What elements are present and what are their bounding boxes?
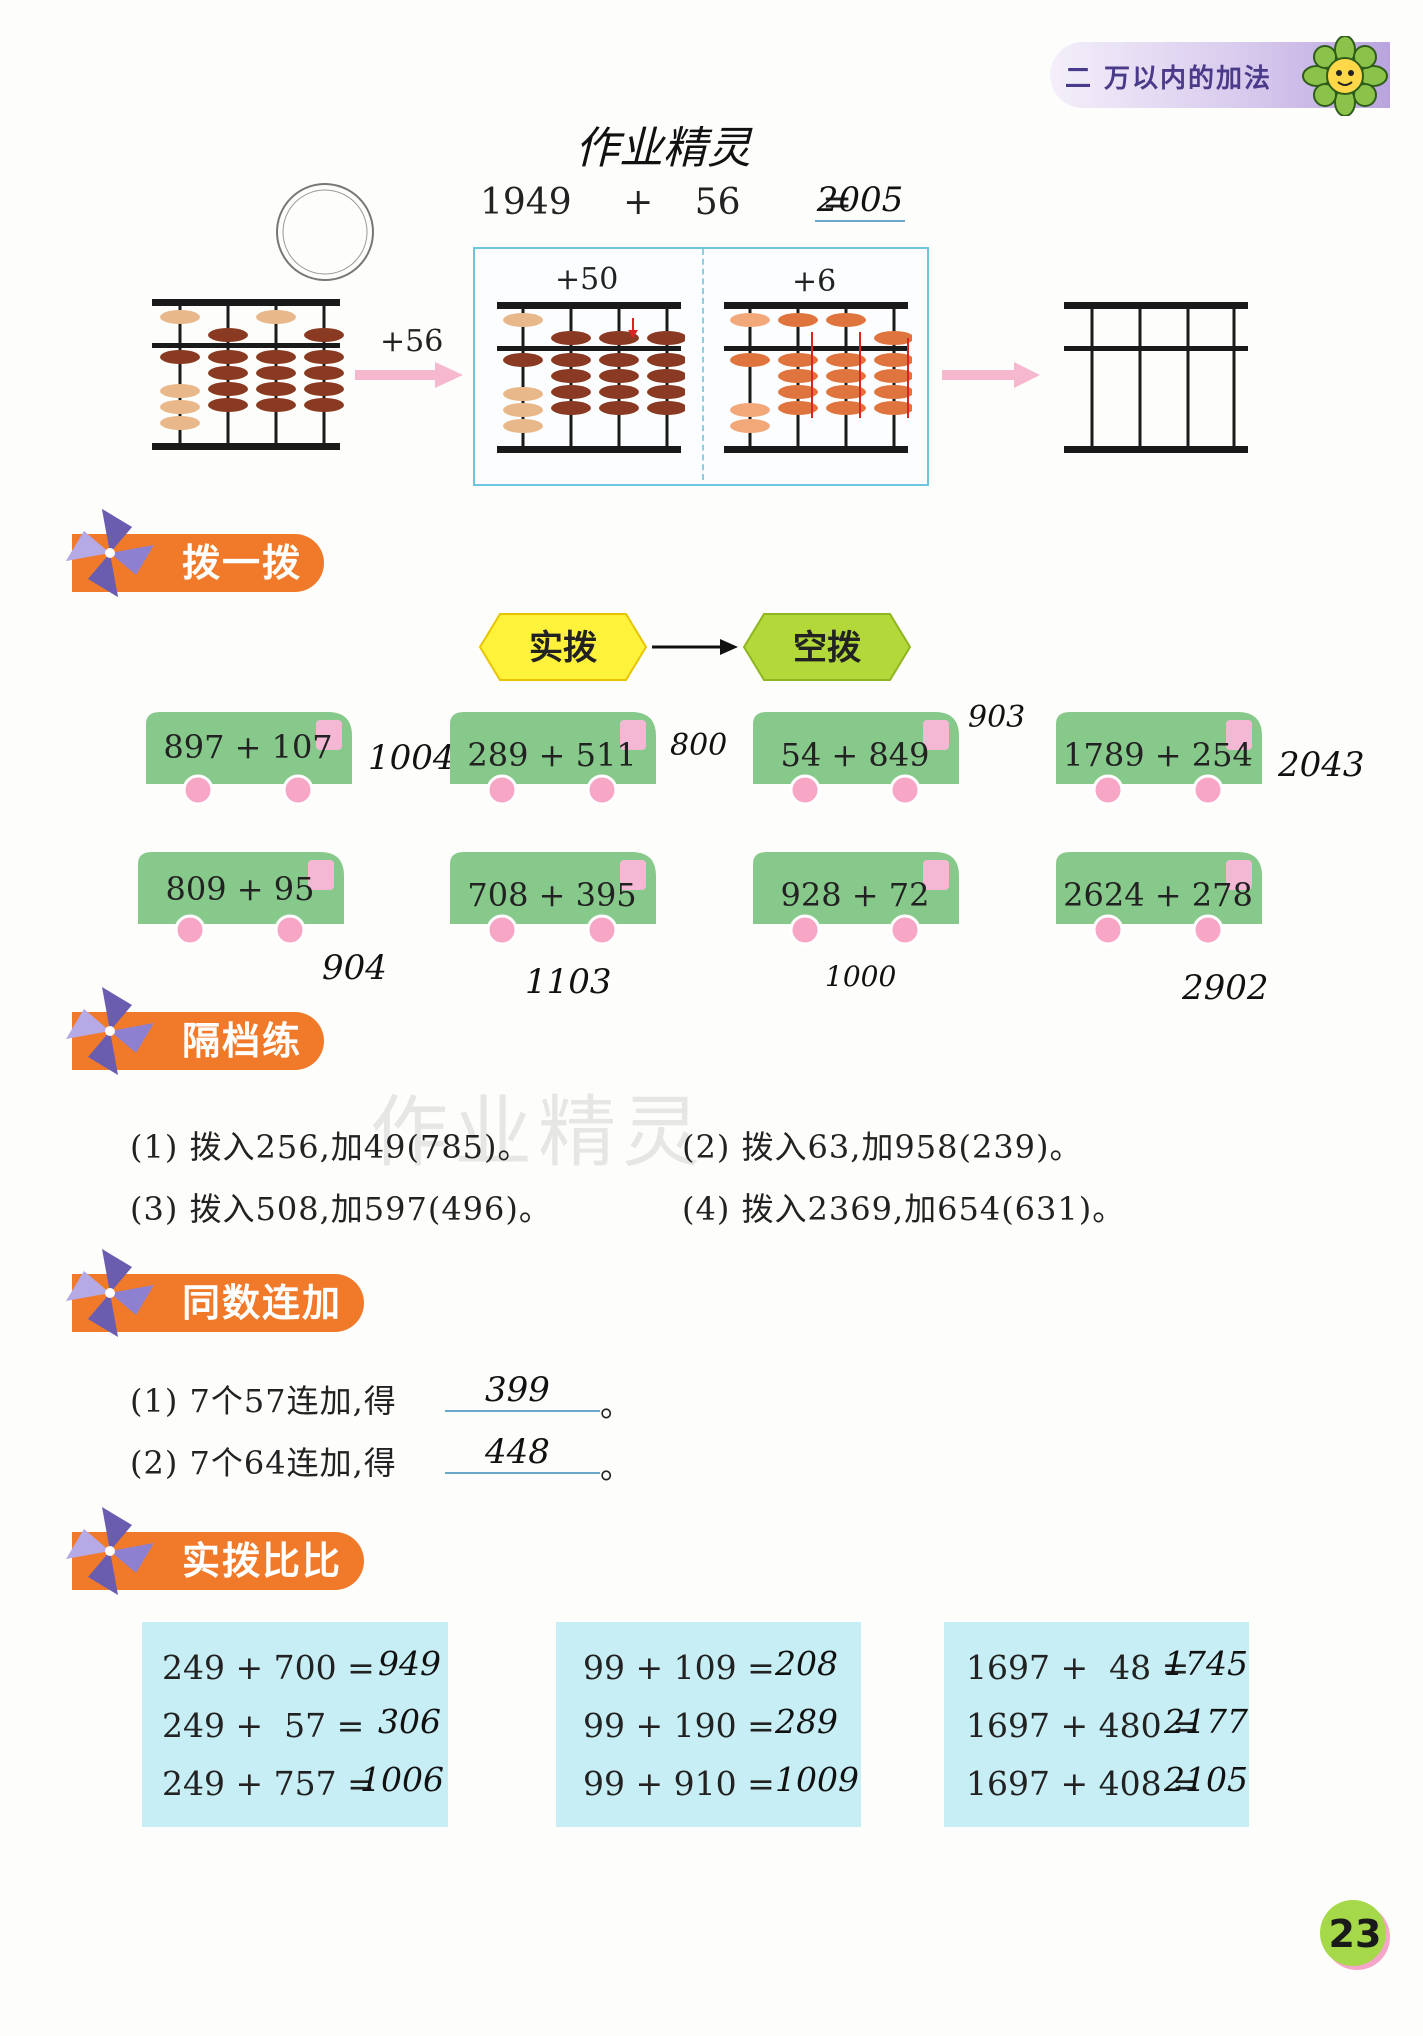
bus-answer: 2043 (1278, 745, 1365, 785)
calc-expr: 99 + 190 = (583, 1706, 775, 1745)
watermark-text: 作业精灵 (370, 1088, 707, 1178)
item-prefix: (1) 7个57连加,得 (130, 1382, 397, 1420)
eq-equals: = (821, 182, 853, 223)
bus-expr: 708 + 395 (467, 876, 637, 914)
pinwheel-icon (66, 509, 154, 597)
fill-blank: 448 (445, 1432, 600, 1474)
bus-icon (146, 712, 352, 806)
pinwheel-icon (66, 1507, 154, 1595)
bus-answer: 1004 (368, 738, 455, 778)
bus-icon (1056, 712, 1262, 806)
arrow-right-icon (942, 362, 1040, 388)
bus-icon (138, 852, 344, 946)
step2-label: +6 (792, 264, 837, 299)
bus-answer: 2902 (1182, 968, 1269, 1008)
calc-expr: 249 + 57 = (162, 1706, 365, 1745)
calc-expr: 249 + 757 = (162, 1764, 375, 1803)
step1-label: +50 (555, 262, 619, 297)
calc-answer: 2177 (1164, 1702, 1248, 1741)
exercise-item: (1) 拨入256,加49(785)。 (130, 1128, 531, 1166)
eq-plus: + (623, 182, 654, 223)
section-title: 同数连加 (72, 1274, 365, 1332)
calc-expr: 99 + 910 = (583, 1764, 775, 1803)
bus-expr: 809 + 95 (165, 870, 315, 908)
hexagon-shape (478, 613, 648, 681)
bus-card: 809 + 95 (130, 846, 350, 950)
handwritten-title: 作业精灵 (575, 123, 751, 174)
abacus-arrow-label: +56 (380, 324, 444, 359)
bus-expr: 1789 + 254 (1063, 736, 1253, 774)
exercise-item: (1) 7个57连加,得 (130, 1376, 397, 1422)
bus-card: 54 + 849 (745, 706, 965, 810)
bus-icon (450, 712, 656, 806)
calc-expr: 1697 + 408 = (966, 1764, 1200, 1803)
bus-icon (450, 852, 656, 946)
flow-to: 空拨 (793, 628, 861, 668)
bus-expr: 54 + 849 (780, 736, 930, 774)
bus-expr: 928 + 72 (780, 876, 930, 914)
bus-card: 897 + 107 (138, 706, 358, 810)
bus-card: 1789 + 254 (1048, 706, 1268, 810)
calc-answer: 208 (775, 1644, 838, 1683)
pinwheel-icon (66, 987, 154, 1075)
exercise-item: (2) 7个64连加,得 (130, 1438, 397, 1484)
calc-answer: 1006 (360, 1760, 444, 1799)
calc-group-box (142, 1622, 448, 1827)
calc-expr: 99 + 109 = (583, 1648, 775, 1687)
calc-expr: 249 + 700 = (162, 1648, 375, 1687)
flow-from: 实拨 (529, 628, 597, 668)
section-title: 实拨比比 (72, 1532, 365, 1590)
calc-group-box (944, 1622, 1249, 1827)
calc-answer: 306 (378, 1702, 441, 1741)
sunflower-icon (1302, 36, 1388, 116)
bus-answer: 904 (322, 948, 387, 988)
page-number-badge (1320, 1900, 1390, 1970)
bus-icon (753, 852, 959, 946)
abacus-start (152, 299, 344, 450)
bus-expr: 897 + 107 (163, 728, 333, 766)
bus-card: 708 + 395 (442, 846, 662, 950)
calc-group-box (556, 1622, 861, 1827)
bus-expr: 2624 + 278 (1063, 876, 1253, 914)
bus-answer: 1000 (825, 960, 897, 993)
abacus-empty (1064, 302, 1248, 453)
calc-answer: 949 (378, 1644, 441, 1683)
calc-answer: 2105 (1164, 1760, 1248, 1799)
fill-blank: 399 (445, 1370, 600, 1412)
pinwheel-icon (66, 1249, 154, 1337)
item-prefix: (2) 7个64连加,得 (130, 1444, 397, 1482)
arrow-right-icon (355, 362, 463, 388)
bus-answer: 800 (670, 728, 728, 763)
chapter-label: 二 万以内的加法 (1065, 64, 1273, 94)
exercise-item: (2) 拨入63,加958(239)。 (682, 1128, 1083, 1166)
intro-equation: 1949 + 56 = (480, 182, 852, 223)
bus-answer: 1103 (525, 962, 612, 1002)
bus-expr: 289 + 511 (467, 736, 637, 774)
bus-icon (1056, 852, 1262, 946)
item-suffix: 。 (600, 1448, 634, 1486)
calc-expr: 1697 + 480 = (966, 1706, 1200, 1745)
calc-expr: 1697 + 48 = (966, 1648, 1190, 1687)
item-suffix: 。 (600, 1386, 634, 1424)
page-number: 23 (1328, 1912, 1382, 1956)
abacus-step1 (497, 302, 685, 453)
bus-icon (753, 712, 959, 806)
bus-card: 2624 + 278 (1048, 846, 1268, 950)
watermark-stamp-icon (276, 183, 374, 281)
calc-answer: 1745 (1164, 1644, 1248, 1683)
bus-card: 289 + 511 (442, 706, 662, 810)
hexagon-shape (742, 613, 912, 681)
exercise-item: (3) 拨入508,加597(496)。 (130, 1190, 552, 1228)
bus-card: 928 + 72 (745, 846, 965, 950)
steps-divider (702, 249, 704, 480)
calc-answer: 1009 (775, 1760, 859, 1799)
bus-answer: 903 (968, 700, 1026, 735)
abacus-step2 (724, 302, 912, 453)
eq-answer: 2005 (815, 180, 905, 222)
calc-answer: 289 (775, 1702, 838, 1741)
eq-right: 56 (694, 182, 741, 223)
exercise-item: (4) 拨入2369,加654(631)。 (682, 1190, 1126, 1228)
eq-left: 1949 (480, 182, 572, 223)
arrow-right-icon (652, 639, 738, 655)
